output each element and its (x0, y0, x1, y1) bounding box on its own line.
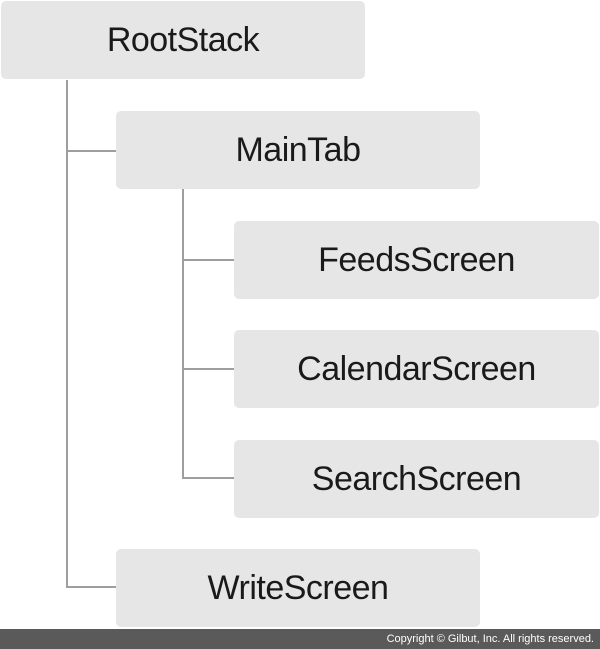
root-to-maintab-connector (66, 150, 118, 152)
maintab-to-search-connector (182, 477, 236, 479)
maintab-vertical-connector (182, 189, 184, 479)
calendar-screen-node: CalendarScreen (234, 330, 599, 408)
feeds-screen-node: FeedsScreen (234, 221, 599, 299)
calendar-screen-label: CalendarScreen (297, 349, 536, 388)
feeds-screen-label: FeedsScreen (318, 240, 515, 279)
search-screen-label: SearchScreen (311, 459, 522, 498)
main-tab-label: MainTab (235, 130, 361, 169)
root-stack-node: RootStack (1, 1, 365, 79)
copyright-text: Copyright © Gilbut, Inc. All rights rese… (386, 633, 594, 645)
maintab-to-feeds-connector (182, 259, 236, 261)
write-screen-node: WriteScreen (116, 549, 480, 627)
copyright-footer: Copyright © Gilbut, Inc. All rights rese… (0, 629, 600, 649)
root-vertical-connector (66, 80, 68, 587)
write-screen-label: WriteScreen (207, 568, 389, 607)
search-screen-node: SearchScreen (234, 440, 599, 518)
main-tab-node: MainTab (116, 111, 480, 189)
root-to-writescreen-connector (66, 586, 118, 588)
maintab-to-calendar-connector (182, 368, 236, 370)
root-stack-label: RootStack (106, 20, 260, 59)
